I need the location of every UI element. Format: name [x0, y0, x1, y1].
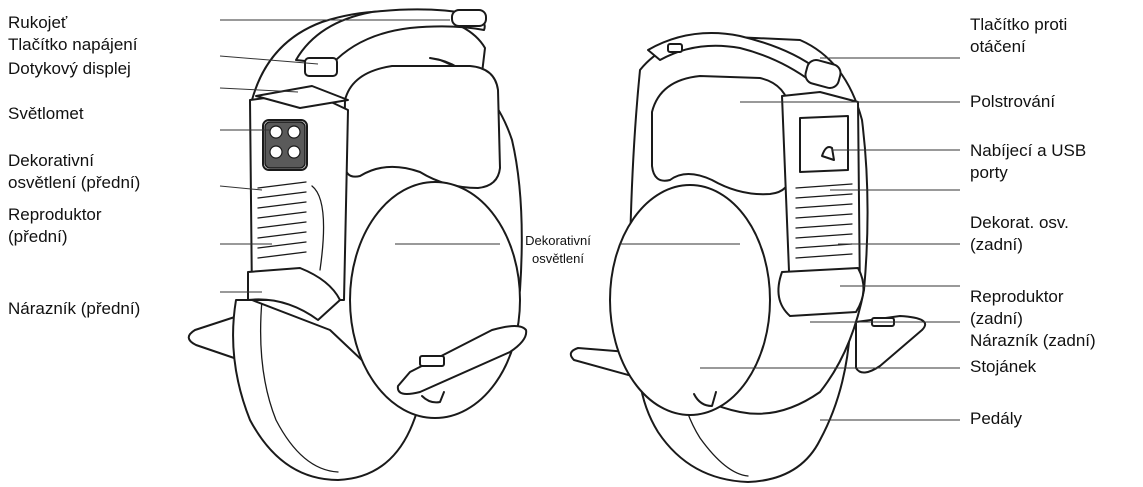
- label-rukojet: Rukojeť: [8, 12, 67, 33]
- label-stojanek: Stojánek: [970, 356, 1036, 377]
- label-dekorativni-osvetleni-line2: osvětlení: [508, 250, 608, 267]
- label-reproduktor-zadni-line2: (zadní): [970, 308, 1023, 329]
- unicycle-rear-view: [571, 33, 925, 482]
- unicycle-front-view: [189, 9, 526, 480]
- label-dekorativni-osvetleni-predni-line1: Dekorativní: [8, 150, 94, 171]
- label-dotykovy-displej: Dotykový displej: [8, 58, 131, 79]
- label-naraznik-predni: Nárazník (přední): [8, 298, 140, 319]
- label-reproduktor-predni-line2: (přední): [8, 226, 68, 247]
- label-tlacitko-proti-otaceni-line1: Tlačítko proti: [970, 14, 1067, 35]
- label-tlacitko-napajeni: Tlačítko napájení: [8, 34, 137, 55]
- label-reproduktor-predni-line1: Reproduktor: [8, 204, 102, 225]
- label-nabijeci-usb-line2: porty: [970, 162, 1008, 183]
- label-dekorativni-osvetleni-line1: Dekorativní: [508, 232, 608, 249]
- label-nabijeci-usb-line1: Nabíjecí a USB: [970, 140, 1086, 161]
- label-reproduktor-zadni-line1: Reproduktor: [970, 286, 1064, 307]
- label-dekorat-osv-line1: Dekorat. osv.: [970, 212, 1069, 233]
- label-tlacitko-proti-otaceni-line2: otáčení: [970, 36, 1026, 57]
- label-polstrovani: Polstrování: [970, 91, 1055, 112]
- label-svetlomet: Světlomet: [8, 103, 84, 124]
- label-dekorat-osv-line2: (zadní): [970, 234, 1023, 255]
- label-pedaly: Pedály: [970, 408, 1022, 429]
- label-dekorativni-osvetleni-predni-line2: osvětlení (přední): [8, 172, 140, 193]
- label-naraznik-zadni: Nárazník (zadní): [970, 330, 1096, 351]
